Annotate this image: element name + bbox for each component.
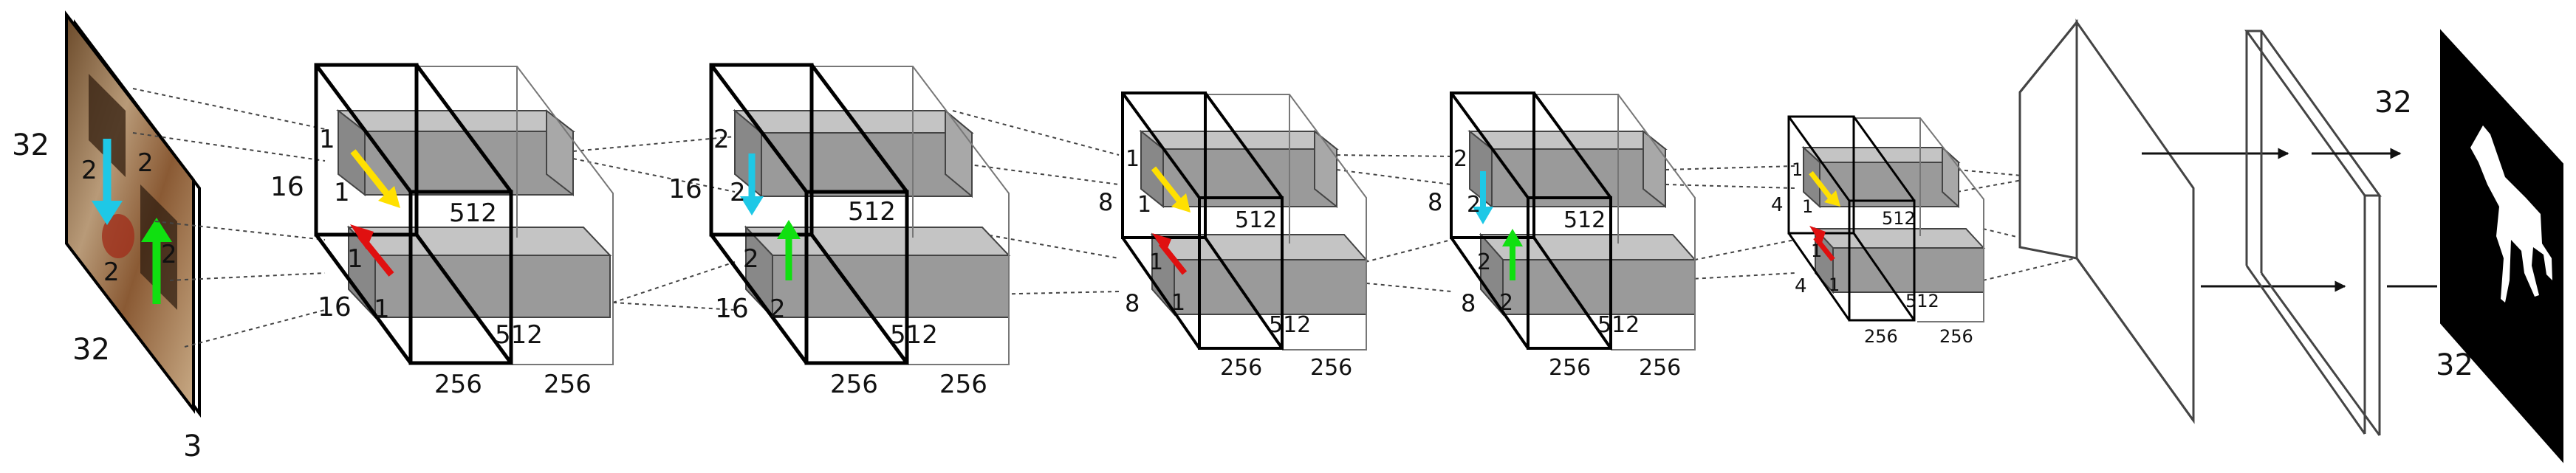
kernel-label: 1 (1829, 275, 1840, 295)
height-label: 8 (1098, 188, 1113, 216)
input-kernel-label: 2 (137, 148, 154, 178)
height-label: 8 (1125, 289, 1140, 317)
depth-label: 512 (848, 197, 896, 227)
input-image (65, 10, 201, 418)
feature-slab (1502, 259, 1696, 315)
kernel-label: 1 (1811, 241, 1822, 261)
diagonal-arrow-icon (350, 149, 393, 200)
fc-layer-1 (2018, 18, 2195, 424)
kernel-label: 1 (1792, 159, 1803, 180)
height-label: 16 (318, 292, 352, 322)
height-label: 16 (270, 172, 304, 202)
depth-label: 512 (449, 198, 497, 228)
conv-block-3 (1121, 92, 1368, 351)
feature-slab (761, 132, 973, 197)
kernel-label: 1 (347, 244, 363, 274)
width-label: 256 (939, 370, 987, 399)
width-label: 256 (1220, 355, 1262, 381)
kernel-label: 2 (713, 125, 730, 154)
output-top-label: 32 (2374, 86, 2412, 120)
kernel-label: 1 (1171, 290, 1185, 316)
kernel-label: 1 (334, 178, 350, 207)
kernel-label: 1 (319, 125, 335, 154)
feature-slab (1819, 162, 1959, 207)
kernel-label: 2 (1467, 192, 1481, 218)
depth-label: 512 (1235, 207, 1277, 233)
depth-label: 512 (890, 320, 938, 350)
conv-block-4 (1450, 92, 1697, 351)
width-label: 256 (1939, 326, 1973, 347)
conv-block-5 (1787, 115, 1986, 322)
kernel-label: 1 (1149, 249, 1163, 275)
feature-slab (1832, 247, 1984, 293)
width-label: 256 (1310, 355, 1352, 381)
input-height-label: 32 (12, 128, 49, 162)
depth-label: 512 (1905, 291, 1939, 311)
kernel-label: 2 (730, 178, 746, 207)
width-label: 256 (830, 370, 878, 399)
input-channels-label: 3 (183, 429, 202, 463)
depth-label: 512 (495, 320, 543, 350)
height-label: 8 (1461, 289, 1476, 317)
kernel-label: 1 (1126, 146, 1140, 172)
input-kernel-label: 2 (103, 258, 120, 287)
diagonal-arrow-icon (1813, 235, 1835, 262)
output-mask (2440, 29, 2563, 463)
width-label: 256 (1549, 355, 1591, 381)
input-kernel-label: 2 (161, 240, 177, 269)
kernel-label: 2 (1453, 146, 1467, 172)
output-bottom-label: 32 (2436, 348, 2473, 382)
width-label: 256 (1639, 355, 1681, 381)
feature-slab (364, 131, 574, 196)
fc-layer-2 (2244, 30, 2382, 436)
feature-slab (1174, 259, 1367, 315)
diagonal-arrow-icon (1809, 170, 1834, 201)
kernel-label: 2 (1477, 249, 1491, 275)
kernel-label: 2 (770, 294, 786, 324)
input-width-label: 32 (72, 333, 110, 367)
height-label: 4 (1771, 194, 1784, 216)
kernel-label: 2 (743, 244, 759, 274)
width-label: 256 (434, 370, 482, 399)
depth-label: 512 (1563, 207, 1606, 233)
kernel-label: 1 (1802, 196, 1813, 217)
depth-label: 512 (1597, 312, 1640, 338)
height-label: 16 (715, 294, 749, 324)
kernel-label: 2 (1499, 290, 1513, 316)
input-kernel-label: 2 (81, 156, 97, 185)
width-label: 256 (1864, 326, 1898, 347)
depth-label: 512 (1269, 312, 1311, 338)
feature-slab (374, 255, 611, 318)
conv-block-1 (314, 63, 614, 365)
diagonal-arrow-icon (1151, 166, 1185, 206)
height-label: 8 (1428, 188, 1442, 216)
kernel-label: 1 (1137, 192, 1151, 218)
height-label: 16 (668, 174, 702, 204)
kernel-label: 1 (374, 294, 390, 324)
width-label: 256 (544, 370, 592, 399)
depth-label: 512 (1882, 208, 1916, 229)
height-label: 4 (1795, 275, 1807, 297)
conv-block-2 (709, 63, 1011, 365)
